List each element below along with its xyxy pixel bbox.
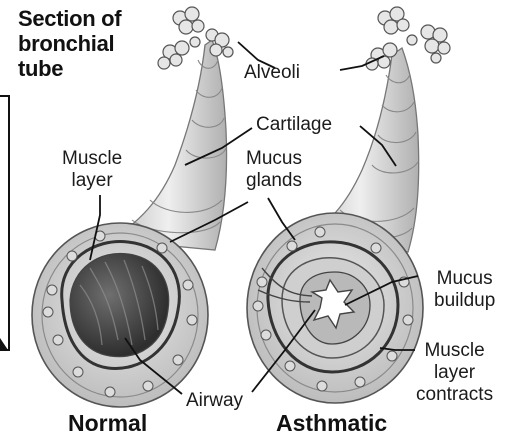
label-muscle-layer: Muscle layer: [62, 148, 122, 192]
label-line: Mucus: [246, 148, 302, 170]
label-line: layer: [62, 170, 122, 192]
label-alveoli: Alveoli: [244, 62, 300, 84]
left-bronchial-tube: [110, 40, 227, 250]
label-line: contracts: [416, 384, 493, 406]
caption-asthmatic: Asthmatic: [276, 410, 387, 437]
left-alveoli-clusters: [158, 7, 233, 69]
title-line: Section of: [18, 6, 121, 31]
label-mucus-buildup: Mucus buildup: [434, 268, 495, 312]
asthmatic-cross-section: [247, 213, 423, 403]
title-line: bronchial: [18, 31, 121, 56]
label-airway: Airway: [186, 390, 243, 412]
label-line: Muscle: [62, 148, 122, 170]
label-line: glands: [246, 170, 302, 192]
label-line: buildup: [434, 290, 495, 312]
label-line: Muscle: [416, 340, 493, 362]
label-line: Mucus: [434, 268, 495, 290]
label-mucus-glands: Mucus glands: [246, 148, 302, 192]
normal-cross-section: [32, 223, 208, 407]
caption-normal: Normal: [68, 410, 147, 437]
frame-line: [0, 96, 9, 350]
title-line: tube: [18, 56, 121, 81]
diagram-title: Section of bronchial tube: [18, 6, 121, 81]
label-line: layer: [416, 362, 493, 384]
label-cartilage: Cartilage: [256, 114, 332, 136]
right-alveoli-clusters: [366, 7, 450, 70]
label-muscle-layer-contracts: Muscle layer contracts: [416, 340, 493, 406]
